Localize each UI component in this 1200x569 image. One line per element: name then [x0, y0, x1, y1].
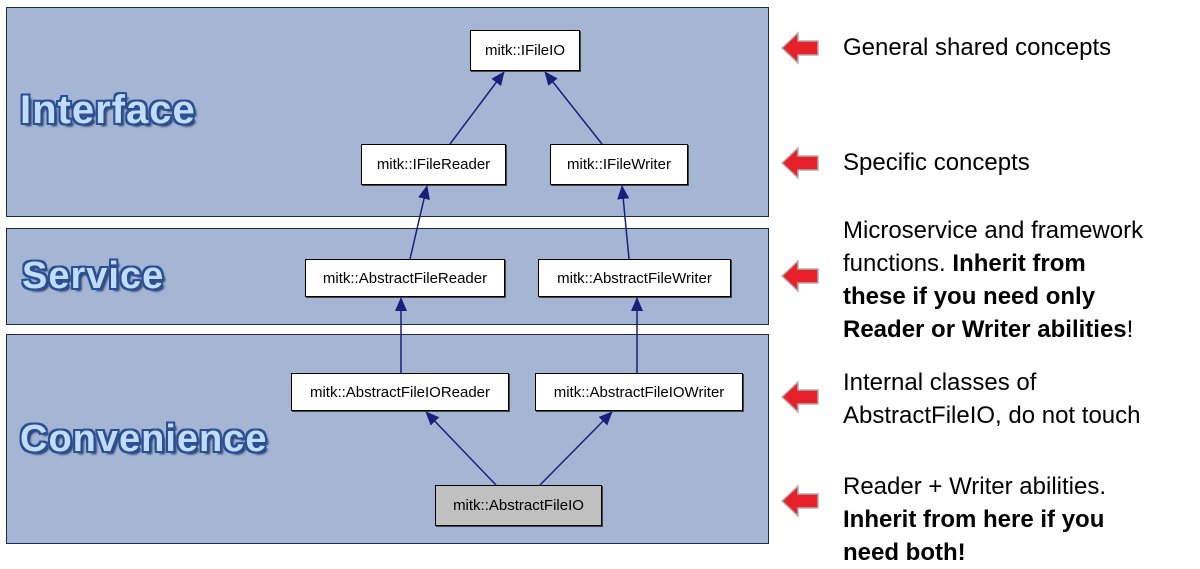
note-internal-line2: AbstractFileIO, do not touch	[843, 402, 1141, 429]
note-microservice-line4-bold: Reader or Writer abilities	[843, 316, 1127, 343]
left-arrow-icon	[780, 484, 819, 518]
left-arrow-icon	[780, 31, 819, 65]
note-internal-line1: Internal classes of	[843, 369, 1037, 396]
note-readerwriter-line3: need both!	[843, 536, 1106, 569]
note-microservice-line4-plain: !	[1126, 316, 1134, 343]
left-arrow-icon	[780, 259, 819, 293]
node-abstractfileioreader: mitk::AbstractFileIOReader	[291, 373, 509, 411]
note-internal: Internal classes of AbstractFileIO, do n…	[843, 366, 1140, 432]
note-readerwriter-line2: Inherit from here if you	[843, 503, 1106, 536]
note-specific: Specific concepts	[843, 146, 1030, 179]
note-readerwriter-line1: Reader + Writer abilities.	[843, 473, 1106, 500]
node-ifilewriter: mitk::IFileWriter	[550, 144, 688, 185]
node-abstractfileiowriter: mitk::AbstractFileIOWriter	[535, 373, 743, 411]
note-microservice-line2-plain: functions.	[843, 250, 953, 277]
convenience-layer	[6, 334, 769, 544]
node-abstractfileio: mitk::AbstractFileIO	[435, 485, 602, 526]
node-ifileio: mitk::IFileIO	[470, 30, 580, 71]
note-specific-text: Specific concepts	[843, 149, 1030, 176]
node-ifilereader: mitk::IFileReader	[361, 144, 506, 185]
note-readerwriter: Reader + Writer abilities. Inherit from …	[843, 470, 1106, 569]
note-microservice-line3: these if you need only	[843, 280, 1143, 313]
note-microservice-line2: functions. Inherit from	[843, 247, 1143, 280]
interface-layer-label: Interface	[20, 88, 196, 132]
left-arrow-icon	[780, 380, 819, 414]
note-readerwriter-line3-bold: need both!	[843, 539, 966, 566]
node-abstractfilereader: mitk::AbstractFileReader	[305, 259, 505, 297]
note-microservice-line3-bold: these if you need only	[843, 283, 1096, 310]
note-microservice-line1: Microservice and framework	[843, 217, 1144, 244]
note-microservice: Microservice and framework functions. In…	[843, 214, 1143, 346]
service-layer-label: Service	[22, 255, 165, 297]
note-microservice-line2-bold: Inherit from	[952, 250, 1086, 277]
left-arrow-icon	[780, 146, 819, 180]
note-readerwriter-line2-bold: Inherit from here if you	[843, 506, 1105, 533]
note-general-text: General shared concepts	[843, 34, 1112, 61]
convenience-layer-label: Convenience	[20, 418, 268, 460]
node-abstractfilewriter: mitk::AbstractFileWriter	[538, 259, 731, 297]
note-general: General shared concepts	[843, 31, 1111, 64]
note-microservice-line4: Reader or Writer abilities!	[843, 313, 1143, 346]
